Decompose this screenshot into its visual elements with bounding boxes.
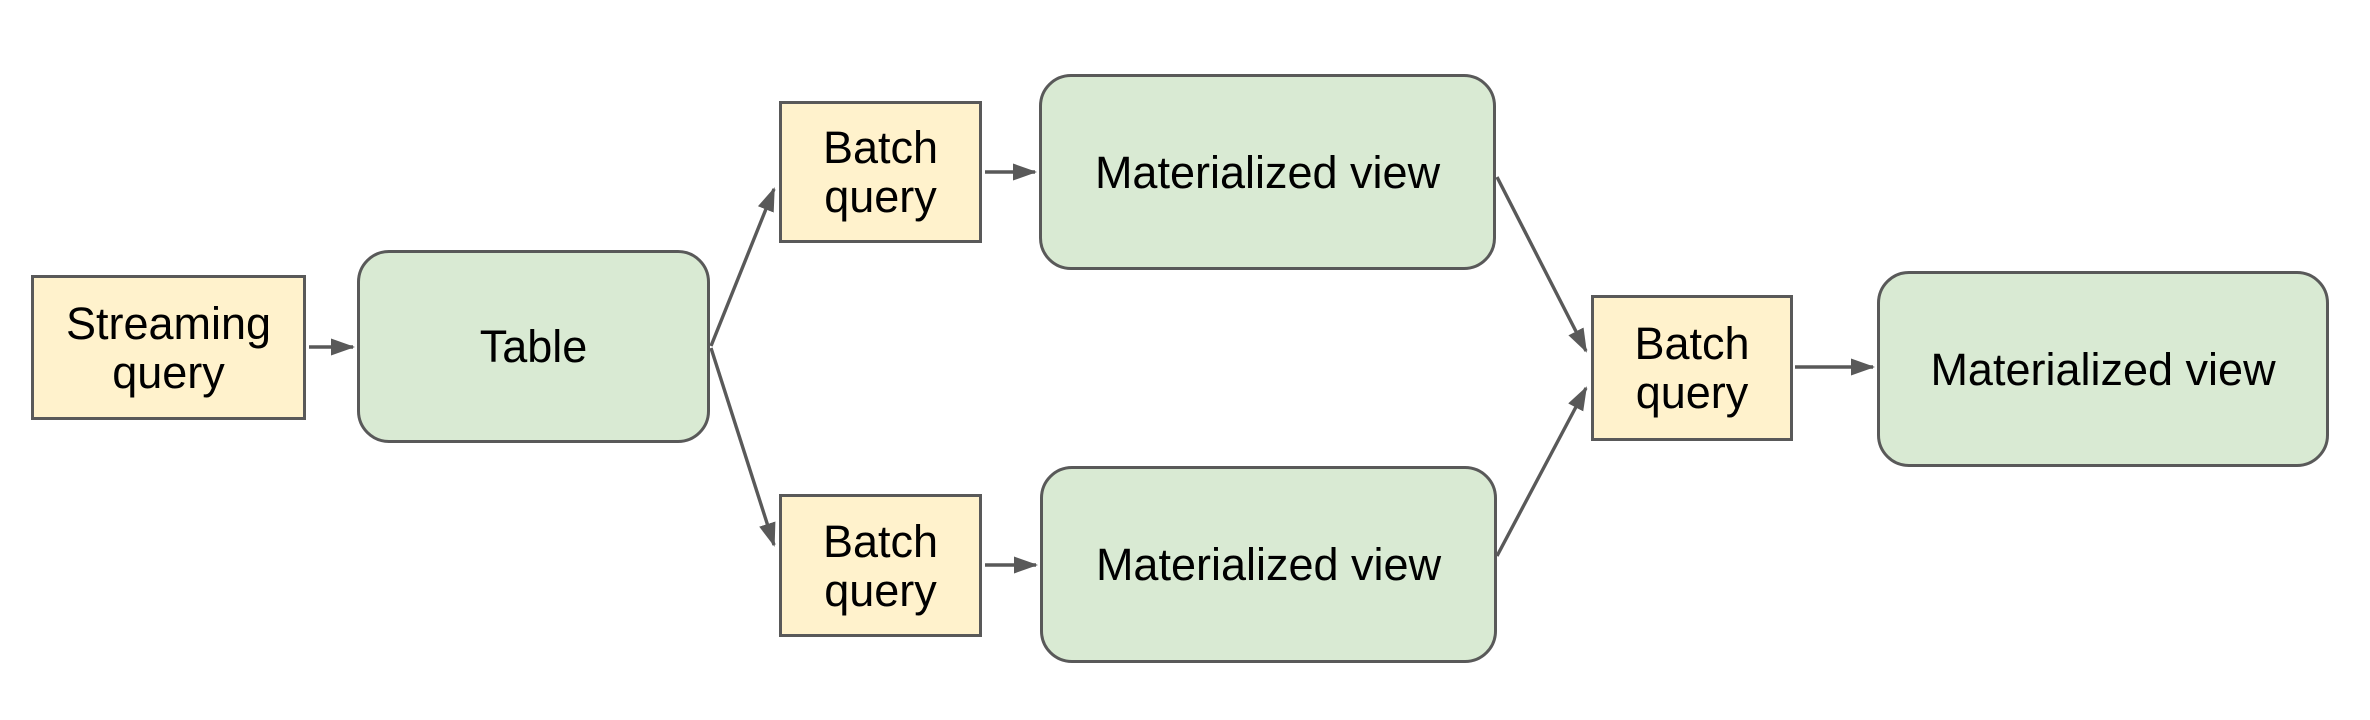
node-label-line: query: [824, 564, 937, 616]
node-batch-query-top: Batch query: [779, 101, 982, 243]
node-label: Materialized view: [1094, 146, 1441, 198]
edge-mv-top-to-batch-query-right: [1495, 176, 1588, 353]
node-label: Materialized view: [1095, 539, 1442, 590]
node-materialized-view-top: Materialized view: [1039, 74, 1496, 270]
node-label: Table: [479, 321, 588, 372]
edge-mv-bottom-to-batch-query-right: [1495, 386, 1588, 557]
node-label-line: query: [824, 171, 937, 222]
node-label-line: query: [112, 346, 225, 398]
node-label-line: Batch: [822, 515, 939, 567]
node-table: Table: [357, 250, 710, 443]
node-streaming-query: Streaming query: [31, 275, 306, 420]
node-label-line: Batch: [1634, 318, 1750, 369]
node-batch-query-right: Batch query: [1591, 295, 1793, 441]
node-batch-query-bottom: Batch query: [779, 494, 982, 637]
node-label-line: Batch: [822, 122, 939, 173]
edge-table-to-batch-query-top: [709, 187, 776, 347]
node-materialized-view-right: Materialized view: [1877, 271, 2329, 467]
node-label: Materialized view: [1930, 343, 2276, 395]
node-materialized-view-bottom: Materialized view: [1040, 466, 1497, 663]
node-label-line: query: [1635, 367, 1749, 418]
node-label-line: Streaming: [65, 297, 272, 349]
edge-table-to-batch-query-bottom: [709, 347, 776, 547]
